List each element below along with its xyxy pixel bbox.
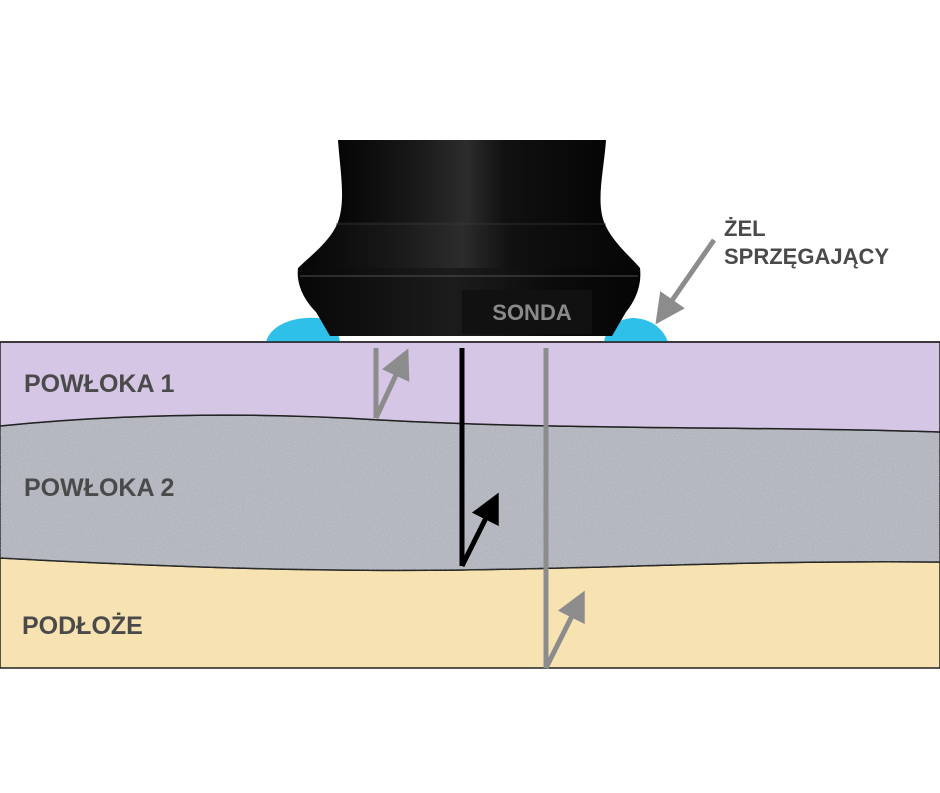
- probe-handle: [338, 140, 606, 222]
- coupling-gel-right: [604, 318, 668, 342]
- gel-label-line2: SPRZĘGAJĄCY: [724, 244, 889, 269]
- gel-pointer-arrow: [655, 238, 717, 325]
- probe-neck: [298, 222, 640, 268]
- probe: SONDA: [297, 140, 641, 336]
- probe-label: SONDA: [492, 300, 572, 325]
- probe-label-plate: [462, 290, 592, 334]
- beam-substrate-reflection-arrow: [543, 590, 585, 670]
- layer-2-label: POWŁOKA 2: [24, 474, 174, 502]
- layer-1-label: POWŁOKA 1: [24, 370, 175, 398]
- coating-1-layer: [0, 341, 940, 433]
- beam-coating2-reflection-arrow: [459, 492, 499, 568]
- beam-coating1-reflection-arrow: [373, 348, 410, 420]
- coupling-gel-left: [266, 317, 340, 342]
- coating-2-texture: [0, 415, 940, 571]
- gel-label-line1: ŻEL: [724, 216, 766, 241]
- substrate-label: PODŁOŻE: [22, 612, 143, 640]
